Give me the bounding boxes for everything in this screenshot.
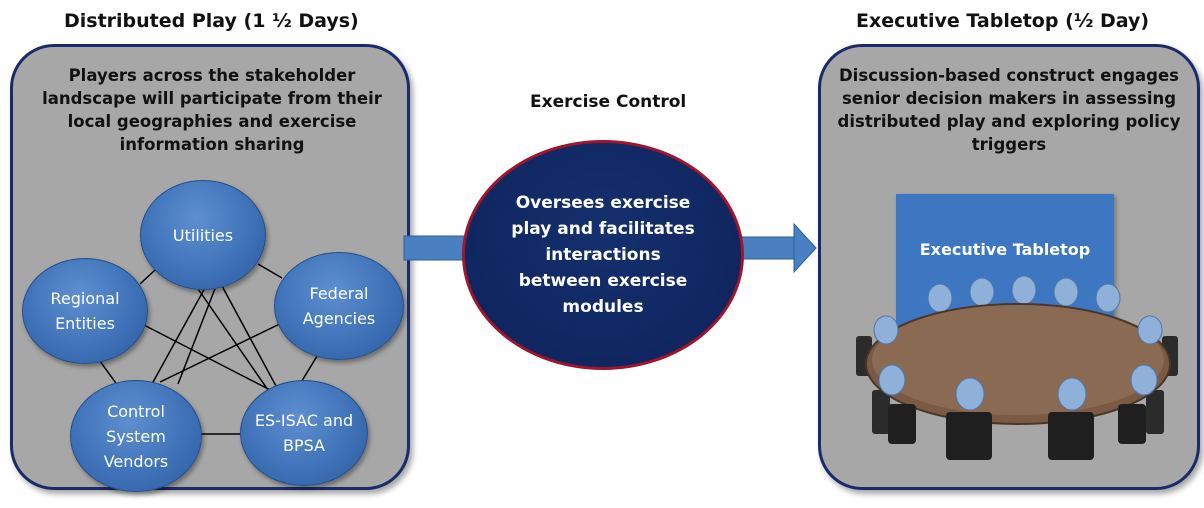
figure-back-5 (1095, 283, 1121, 313)
figure-back-3 (1011, 275, 1037, 305)
figure-back-1 (927, 283, 953, 313)
conference-table-top (872, 305, 1164, 415)
figure-left-1 (873, 315, 899, 345)
figure-left-2 (878, 364, 906, 396)
chair-right-2 (1146, 390, 1164, 434)
node-control-system-vendors: Control System Vendors (70, 380, 202, 492)
exercise-control-circle: Oversees exercise play and facilitates i… (462, 140, 744, 370)
figure-back-4 (1053, 277, 1079, 307)
node-es-isac-bpsa: ES-ISAC and BPSA (240, 380, 368, 486)
figure-right-1 (1137, 315, 1163, 345)
link-utilities-esisac-a (195, 285, 269, 391)
link-utilities-esisac-b (221, 285, 277, 387)
distributed-play-heading: Distributed Play (1 ½ Days) (64, 10, 359, 32)
tabletop-screen-label: Executive Tabletop (919, 240, 1091, 259)
figure-back-2 (969, 277, 995, 307)
right-arrow (741, 222, 817, 274)
node-utilities: Utilities (140, 180, 266, 290)
link-regional-esisac (141, 323, 279, 395)
chair-front-left (888, 404, 916, 444)
link-utilities-vendors-b (177, 285, 217, 385)
chair-front-right (1118, 404, 1146, 444)
chair-front-2 (1048, 412, 1094, 460)
distributed-play-description: Players across the stakeholder landscape… (42, 66, 382, 154)
executive-tabletop-description: Discussion-based construct engages senio… (837, 66, 1181, 154)
link-utilities-vendors-a (151, 285, 207, 385)
exercise-control-heading: Exercise Control (530, 92, 687, 112)
node-federal-agencies: Federal Agencies (274, 252, 404, 360)
link-utilities-federal (257, 263, 283, 279)
link-federal-vendors (159, 317, 293, 383)
chair-left-2 (872, 390, 890, 434)
executive-tabletop-heading: Executive Tabletop (½ Day) (856, 10, 1150, 32)
figure-right-2 (1130, 364, 1158, 396)
figure-front-2 (1057, 377, 1087, 411)
figure-front-1 (955, 377, 985, 411)
node-regional-entities: Regional Entities (22, 258, 148, 364)
chair-front-1 (946, 412, 992, 460)
